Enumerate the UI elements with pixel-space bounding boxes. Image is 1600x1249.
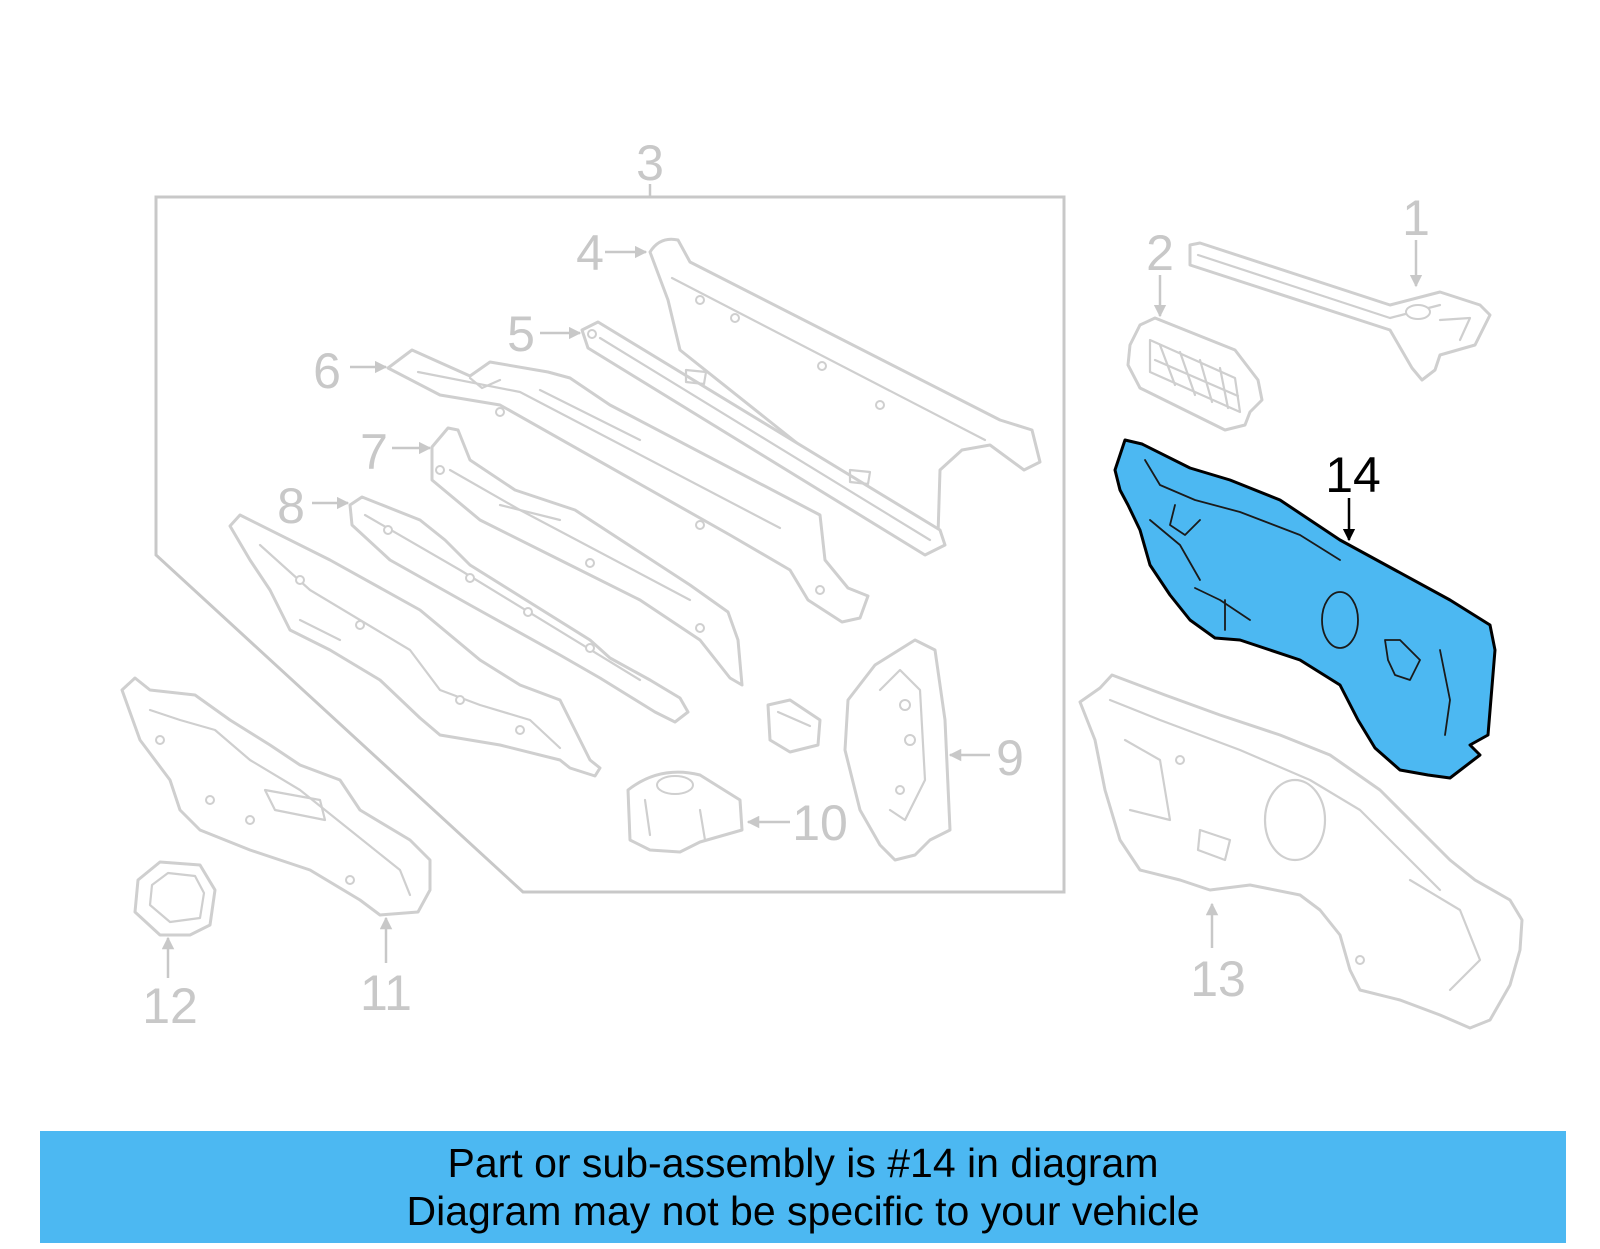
- callout-1: 1: [1402, 190, 1430, 246]
- part-7-plenum-panel: [430, 426, 744, 687]
- part-2-vent: [1126, 316, 1264, 432]
- part-14-insulator-highlighted[interactable]: [1113, 438, 1497, 780]
- callout-4: 4: [576, 225, 604, 281]
- callout-9: 9: [996, 730, 1024, 786]
- callout-14: 14: [1325, 447, 1381, 503]
- part-5-cowl-rail: [580, 320, 947, 557]
- part-13-dash-panel: [1078, 673, 1524, 1030]
- part-10-mount: [626, 770, 744, 854]
- part-9-side-panel: [843, 638, 952, 862]
- callout-5: 5: [507, 306, 535, 362]
- info-banner: Part or sub-assembly is #14 in diagram D…: [40, 1131, 1566, 1243]
- callout-12: 12: [142, 978, 198, 1034]
- part-11-dash-panel: [120, 676, 432, 917]
- callout-6: 6: [313, 343, 341, 399]
- part-1-windshield-rail: [1188, 241, 1492, 382]
- part-6-cowl-panel: [386, 348, 870, 624]
- part-small-bracket: [766, 698, 822, 754]
- callout-7: 7: [360, 424, 388, 480]
- callout-13: 13: [1190, 951, 1246, 1007]
- callout-3: 3: [636, 135, 664, 191]
- part-lower-dash-panel: [228, 513, 602, 778]
- part-8-dash-bar: [348, 495, 690, 724]
- part-12-grommet: [133, 860, 217, 937]
- banner-line-2: Diagram may not be specific to your vehi…: [406, 1188, 1200, 1234]
- callout-10: 10: [792, 795, 848, 851]
- callout-2: 2: [1146, 225, 1174, 281]
- callout-8: 8: [277, 478, 305, 534]
- callout-11: 11: [360, 965, 412, 1021]
- banner-line-1: Part or sub-assembly is #14 in diagram: [447, 1140, 1159, 1186]
- assembly-3-frame: [154, 195, 1066, 894]
- part-14-shape[interactable]: [1113, 438, 1497, 780]
